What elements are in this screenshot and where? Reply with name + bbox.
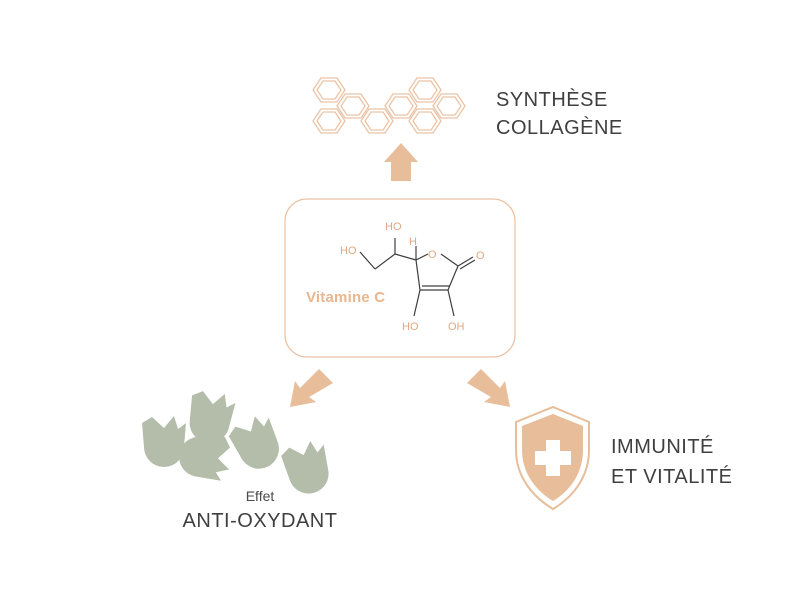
vitamin-c-box [284, 198, 516, 358]
collagen-label: SYNTHÈSE COLLAGÈNE [496, 86, 623, 142]
immunity-label: IMMUNITÉ ET VITALITÉ [611, 432, 732, 492]
molecule-label-ho-top: HO [385, 221, 402, 233]
collagen-hexagon-chain-icon [312, 77, 466, 134]
vitamin-c-label: Vitamine C [306, 289, 386, 306]
shield-cross-icon [515, 405, 590, 511]
ascorbic-acid-molecule-icon [359, 238, 476, 317]
arrow-down-right-icon [467, 369, 510, 407]
molecule-label-o-ring: O [428, 249, 437, 261]
molecule-label-ho-left: HO [340, 245, 357, 257]
molecule-label-ho-bottom: HO [402, 321, 419, 333]
antioxidant-label-big: ANTI-OXYDANT [182, 510, 338, 532]
collagen-label-line2: COLLAGÈNE [496, 117, 623, 139]
immunity-label-line2: ET VITALITÉ [611, 466, 733, 488]
molecule-label-h: H [409, 236, 417, 248]
arrow-down-left-icon [290, 369, 333, 407]
molecule-label-o-carbonyl: O [476, 250, 485, 262]
immunity-label-line1: IMMUNITÉ [611, 436, 714, 458]
antioxidant-label-small: Effet [245, 488, 275, 504]
arrow-up-icon [384, 143, 418, 181]
free-radicals-icon [142, 388, 336, 499]
molecule-label-oh-bottom: OH [448, 321, 465, 333]
collagen-label-line1: SYNTHÈSE [496, 89, 608, 111]
